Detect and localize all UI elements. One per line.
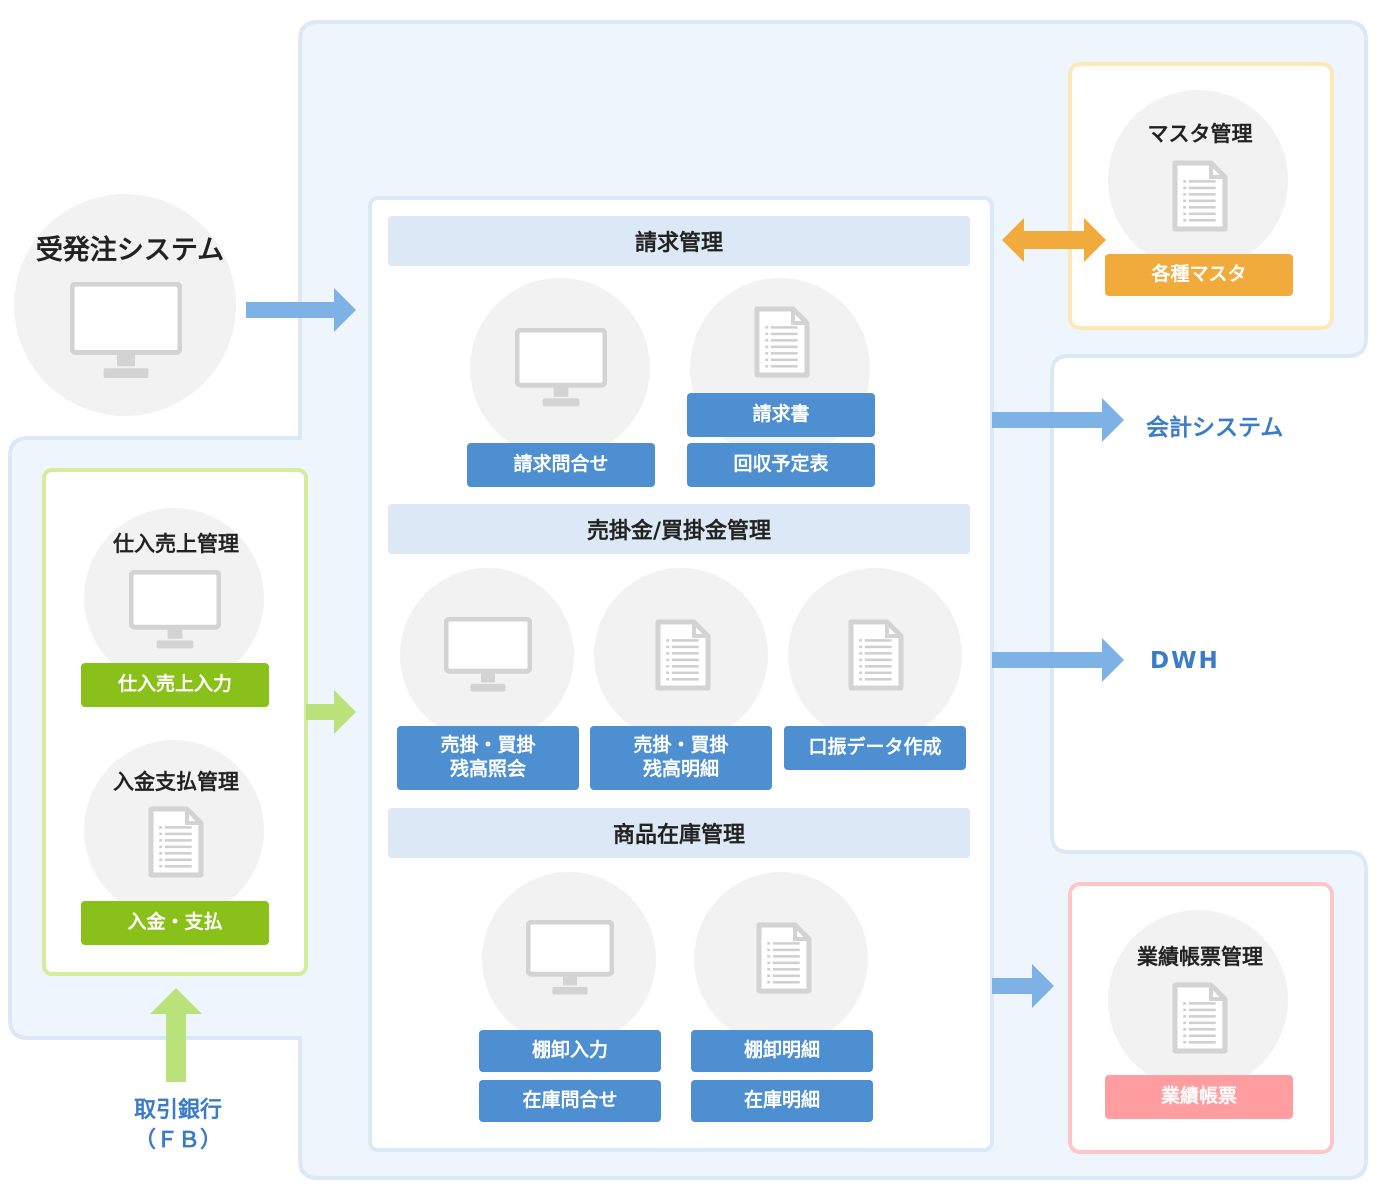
payment-button[interactable]: 入金・支払 [81,901,269,945]
stocktake-input-button[interactable]: 棚卸入力 [479,1030,661,1072]
accounting-system-label: 会計システム [1146,415,1284,441]
purchase-sales-title: 仕入売上管理 [113,532,239,556]
performance-title: 業績帳票管理 [1137,945,1263,969]
document-icon [754,306,810,378]
document-icon [655,619,711,691]
billing-inquiry-button[interactable]: 請求問合せ [467,443,655,487]
receivable-header: 売掛金/買掛金管理 [388,504,970,554]
collection-schedule-button[interactable]: 回収予定表 [687,443,875,487]
balance-detail-button[interactable]: 売掛・買掛 残高明細 [590,726,772,790]
document-icon [1172,160,1228,232]
performance-report-button[interactable]: 業績帳票 [1105,1075,1293,1119]
billing-header: 請求管理 [388,216,970,266]
payment-title: 入金支払管理 [113,770,239,794]
monitor-icon [526,920,614,995]
stock-inquiry-button[interactable]: 在庫問合せ [479,1080,661,1122]
monitor-icon [129,570,221,649]
bank-label: 取引銀行 （ＦＢ） [133,1098,222,1153]
document-icon [756,922,812,994]
order-system-title: 受発注システム [35,235,225,266]
purchase-sales-input-button[interactable]: 仕入売上入力 [81,663,269,707]
inventory-header: 商品在庫管理 [388,808,970,858]
document-icon [148,806,204,878]
document-icon [848,619,904,691]
monitor-icon [70,282,182,379]
document-icon [1172,982,1228,1054]
stocktake-detail-button[interactable]: 棚卸明細 [691,1030,873,1072]
master-title: マスタ管理 [1147,122,1253,146]
dwh-label: DWH [1150,648,1220,674]
monitor-icon [515,328,607,407]
monitor-icon [444,617,532,692]
master-data-button[interactable]: 各種マスタ [1105,254,1293,296]
balance-inquiry-button[interactable]: 売掛・買掛 残高照会 [397,726,579,790]
invoice-button[interactable]: 請求書 [687,393,875,437]
stock-detail-button[interactable]: 在庫明細 [691,1080,873,1122]
transfer-data-button[interactable]: 口振データ作成 [784,726,966,770]
